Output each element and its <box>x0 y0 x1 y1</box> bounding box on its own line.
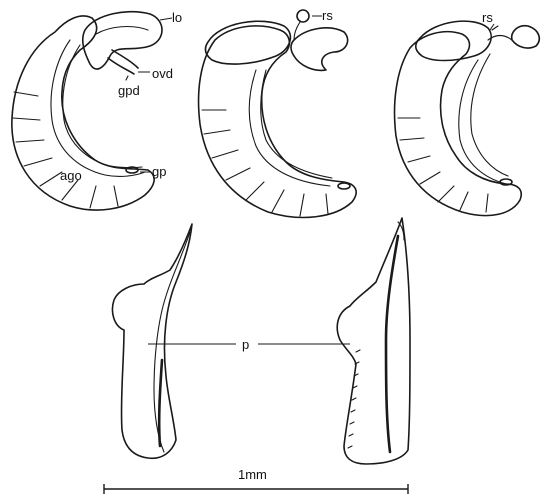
penis-right-outline <box>337 218 410 464</box>
penis-right-serrated-edge <box>348 350 360 448</box>
specimen-1-inner-duct <box>51 40 145 176</box>
specimen-2-inner-duct-2 <box>261 70 332 178</box>
label-gpd: gpd <box>118 83 140 98</box>
specimen-2-reproductive-system <box>199 10 357 217</box>
label-p: p <box>242 337 249 352</box>
specimen-3-receptacle-tube <box>512 26 540 48</box>
specimen-2-inner-duct <box>249 70 330 186</box>
label-ovd: ovd <box>152 66 173 81</box>
specimen-1-lobe-lines <box>13 92 118 208</box>
scale-bar <box>104 484 408 494</box>
label-gp: gp <box>152 164 166 179</box>
specimen-2-receptacle-rs <box>297 10 309 22</box>
specimen-1-inner-duct-2 <box>63 45 142 168</box>
label-rs-1: rs <box>322 8 333 23</box>
specimen-2-genital-pore <box>338 183 350 189</box>
specimen-1-reproductive-system <box>12 12 172 210</box>
penis-left-spine <box>159 360 162 446</box>
penis-right-spine <box>386 236 398 452</box>
specimen-1-gpd-mark <box>126 76 128 80</box>
specimen-3-top-gland <box>416 21 491 60</box>
specimen-3-inner-duct <box>459 60 506 184</box>
penis-left <box>112 224 192 458</box>
label-ago: ago <box>60 168 82 183</box>
leader-lo <box>160 18 172 20</box>
specimen-3-inner-duct-2 <box>471 54 508 176</box>
scale-bar-label: 1mm <box>238 467 267 482</box>
specimen-3-reproductive-system <box>395 21 540 215</box>
specimen-1-lobe-detail <box>96 27 148 34</box>
specimen-1-lobe-lo <box>83 12 162 69</box>
label-lo: lo <box>172 10 182 25</box>
penis-right <box>337 218 410 464</box>
specimen-3-lobe-lines <box>398 118 488 212</box>
label-rs-2: rs <box>482 10 493 25</box>
specimen-2-upper-tube <box>291 28 348 71</box>
